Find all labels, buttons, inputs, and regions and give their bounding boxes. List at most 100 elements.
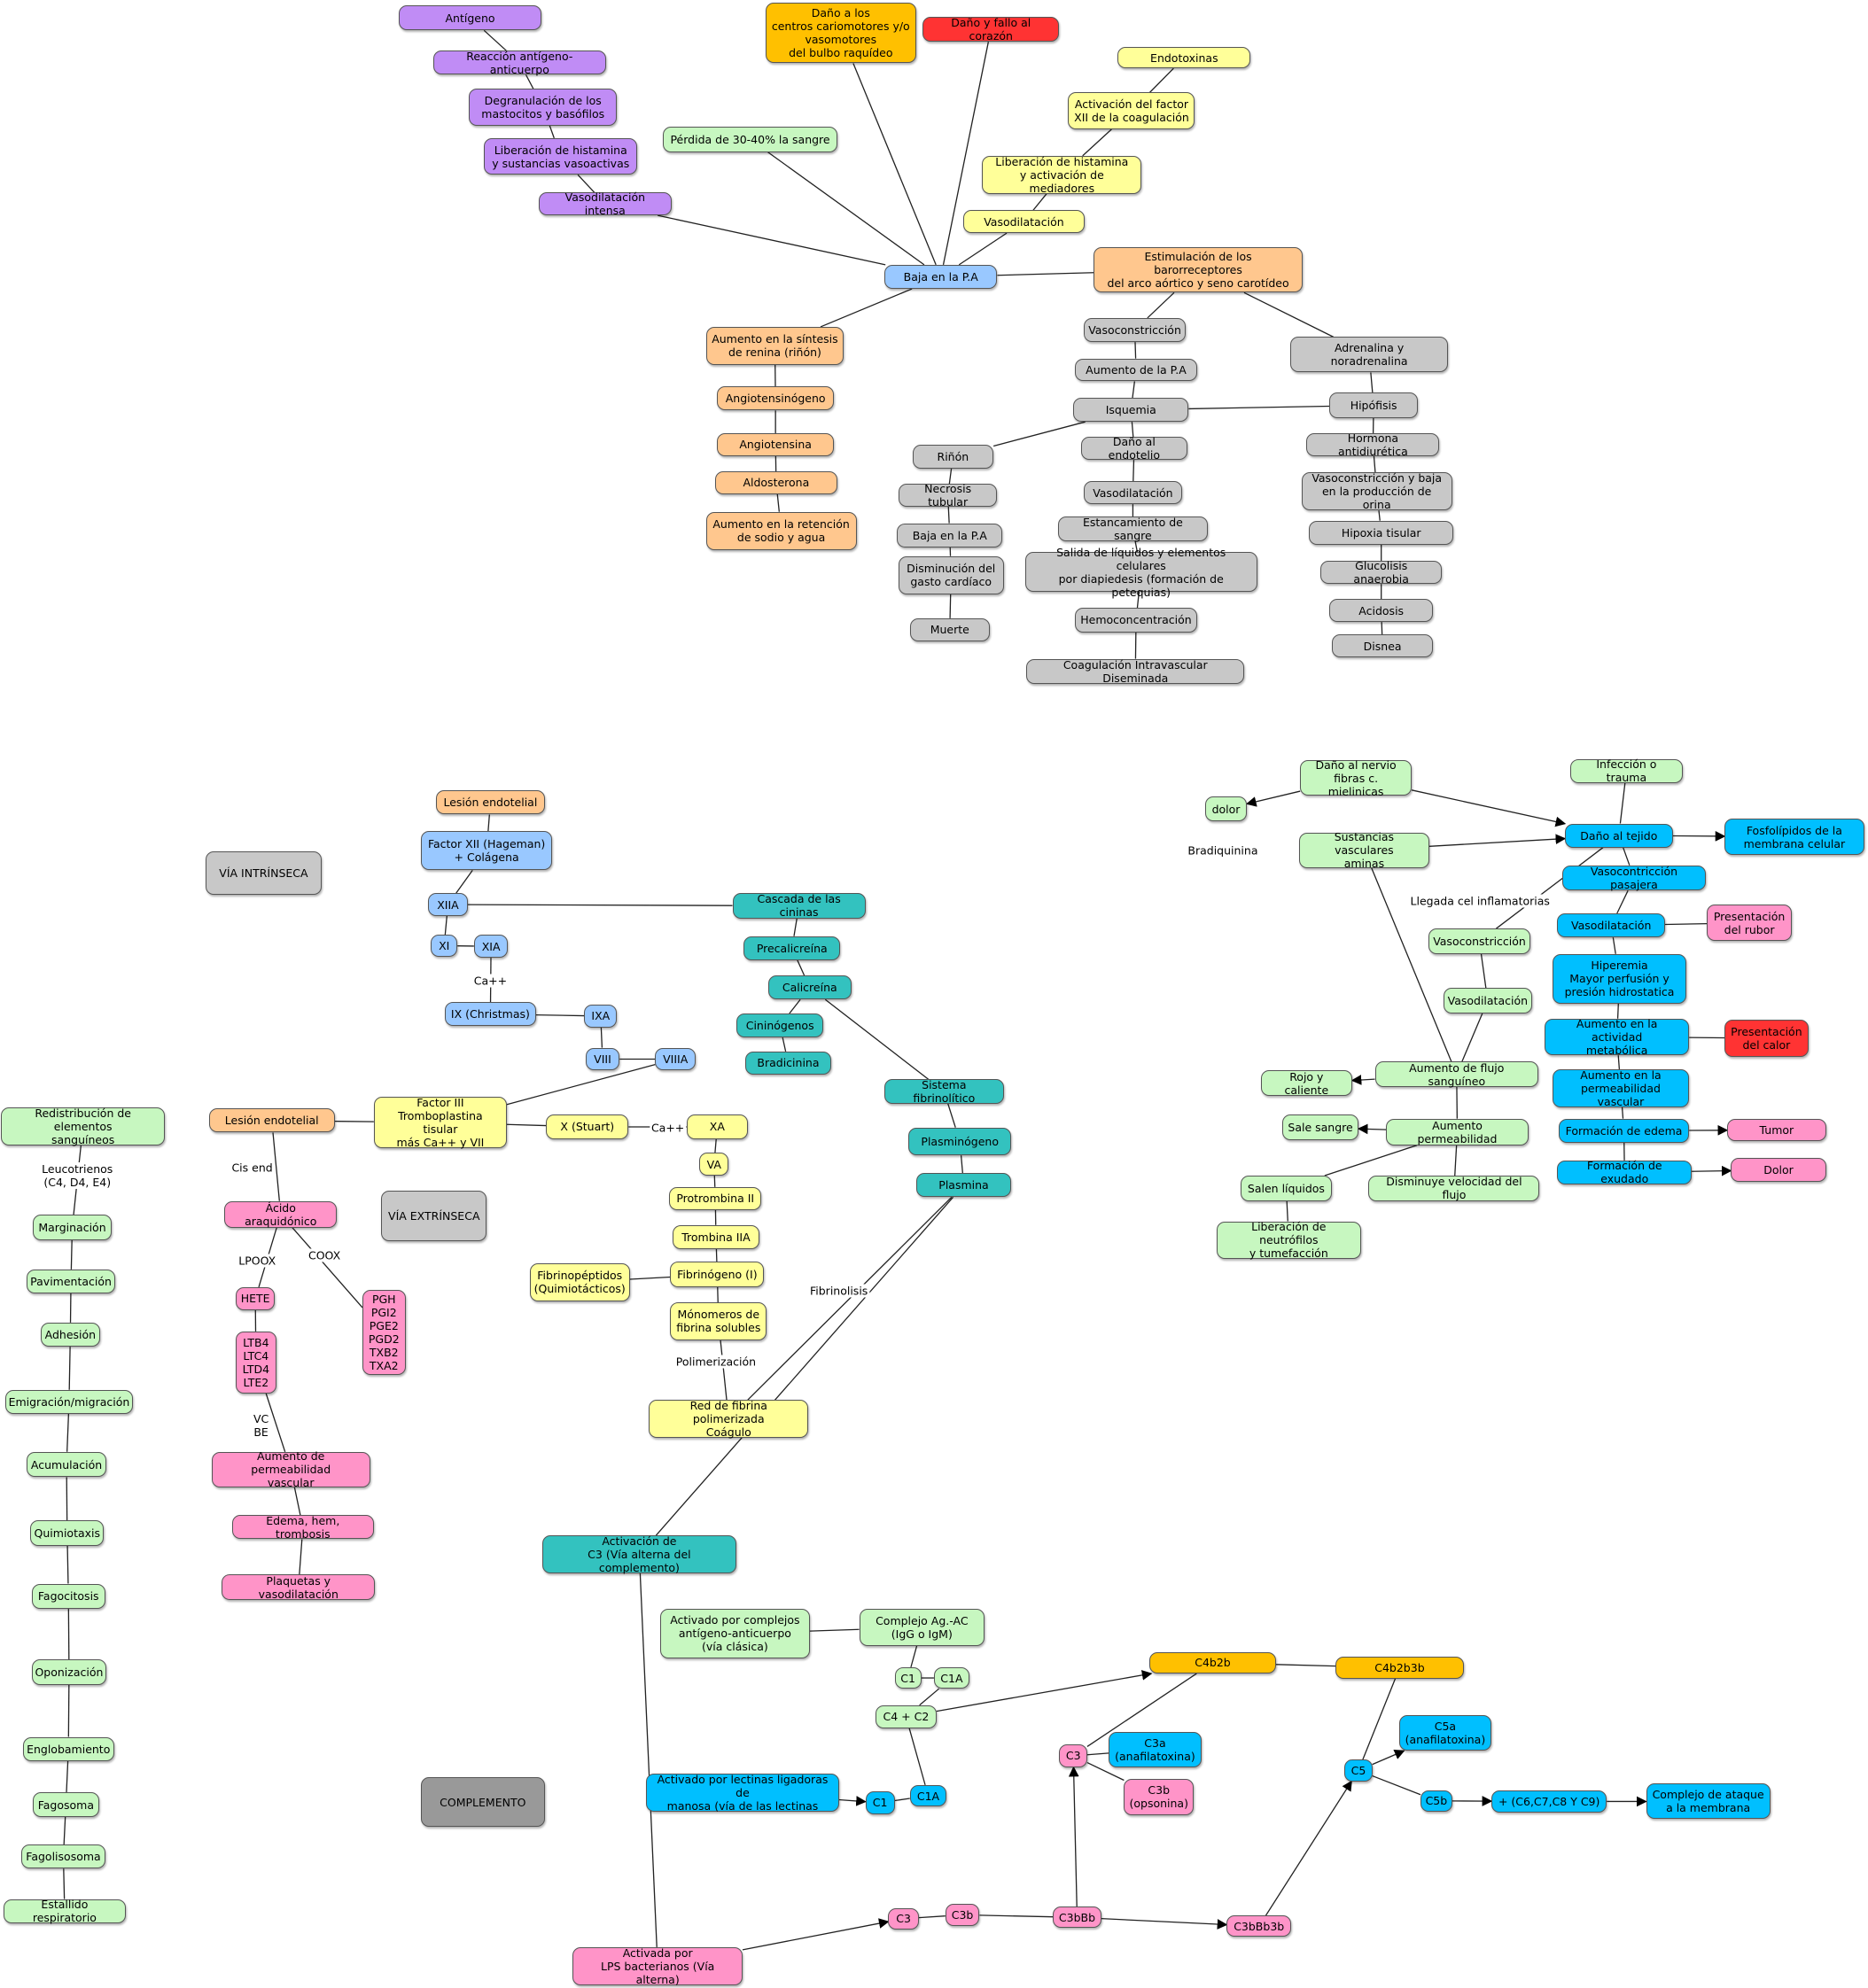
node-hemocon[interactable]: Hemoconcentración: [1074, 608, 1198, 633]
node-actlps[interactable]: Activada por LPS bacterianos (Vía altern…: [572, 1946, 743, 1986]
node-fallocor[interactable]: Daño y fallo al corazón: [922, 16, 1060, 43]
node-vasocon2[interactable]: Vasoconstricción: [1428, 928, 1531, 954]
node-glucolisis[interactable]: Glucolisis anaerobia: [1320, 559, 1443, 586]
node-aldost[interactable]: Aldosterona: [714, 470, 838, 494]
node-dolor2[interactable]: Dolor: [1731, 1158, 1826, 1183]
node-redist[interactable]: Redistribución de elementos sanguíneos: [1, 1107, 165, 1146]
node-c4b2b[interactable]: C4b2b: [1149, 1651, 1276, 1674]
node-vasocbaja[interactable]: Vasoconstricción y baja en la producción…: [1301, 471, 1452, 511]
node-vasocon1[interactable]: Vasoconstricción: [1083, 317, 1187, 343]
node-quimiot[interactable]: Quimiotaxis: [30, 1520, 105, 1546]
node-complag[interactable]: Complejo Ag.-AC (IgG o IgM): [859, 1609, 985, 1646]
node-isquemia[interactable]: Isquemia: [1073, 398, 1189, 423]
node-aumact[interactable]: Aumento en la actividad metabólica: [1545, 1017, 1690, 1057]
node-c3a[interactable]: C3a (anafilatoxina): [1109, 1731, 1202, 1767]
node-xstuart[interactable]: X (Stuart): [546, 1114, 629, 1139]
node-salesangre[interactable]: Sale sangre: [1282, 1114, 1358, 1140]
node-dolor1[interactable]: dolor: [1204, 796, 1248, 821]
node-libneutro[interactable]: Liberación de neutrófilos y tumefacción: [1216, 1220, 1361, 1260]
node-xiia[interactable]: XIIA: [428, 893, 468, 916]
node-plasmina[interactable]: Plasmina: [915, 1173, 1012, 1198]
node-disnea[interactable]: Disnea: [1331, 634, 1434, 658]
node-adren[interactable]: Adrenalina y noradrenalina: [1289, 337, 1449, 373]
node-plaquetas[interactable]: Plaquetas y vasodilatación: [222, 1574, 376, 1601]
node-viaint[interactable]: VÍA INTRÍNSECA: [205, 850, 323, 895]
node-c3bbb3b[interactable]: C3bBb3b: [1226, 1915, 1292, 1938]
node-calicr[interactable]: Calicreína: [767, 975, 852, 1000]
node-danobulbo[interactable]: Daño a los centros cariomotores y/o vaso…: [765, 2, 916, 64]
node-ixa[interactable]: IXA: [584, 1004, 618, 1028]
node-lesend1[interactable]: Lesión endotelial: [435, 790, 545, 815]
node-bajapa2[interactable]: Baja en la P.A: [897, 523, 1003, 547]
node-renina[interactable]: Aumento en la síntesis de renina (riñón): [705, 326, 844, 365]
node-c5b[interactable]: C5b: [1420, 1790, 1452, 1812]
node-c3top[interactable]: C3: [1059, 1744, 1087, 1767]
node-pgh[interactable]: PGH PGI2 PGE2 PGD2 TXB2 TXA2: [362, 1289, 406, 1375]
node-englob[interactable]: Englobamiento: [22, 1736, 114, 1761]
node-edema1[interactable]: Edema, hem, trombosis: [231, 1514, 374, 1541]
node-actlect[interactable]: Activado por lectinas ligadoras de manos…: [646, 1773, 839, 1813]
node-fibrinop[interactable]: Fibrinopéptidos (Quimiotácticos): [529, 1262, 630, 1301]
node-factxii[interactable]: Activación del factor XII de la coagulac…: [1068, 92, 1195, 129]
node-fagoc[interactable]: Fagocitosis: [31, 1583, 105, 1610]
node-sustvasc[interactable]: Sustancias vasculares aminas: [1298, 830, 1430, 870]
node-vasod3[interactable]: Vasodilatación: [1557, 913, 1666, 938]
node-bajapa[interactable]: Baja en la P.A: [884, 264, 998, 290]
node-perdida[interactable]: Pérdida de 30-40% la sangre: [662, 127, 838, 152]
node-aumpa[interactable]: Aumento de la P.A: [1074, 358, 1198, 382]
node-lesend2[interactable]: Lesión endotelial: [208, 1108, 335, 1133]
node-precal[interactable]: Precalicreína: [743, 936, 841, 960]
node-emigr[interactable]: Emigración/migración: [4, 1389, 134, 1414]
node-infeccion[interactable]: Infección o trauma: [1569, 757, 1684, 784]
node-acumul[interactable]: Acumulación: [27, 1451, 107, 1478]
node-rubor[interactable]: Presentación del rubor: [1707, 905, 1792, 942]
node-formexud[interactable]: Formación de exudado: [1557, 1159, 1693, 1185]
node-retencion[interactable]: Aumento en la retención de sodio y agua: [705, 511, 857, 550]
node-disminuye[interactable]: Disminuye velocidad del flujo: [1368, 1175, 1540, 1201]
node-c3bot[interactable]: C3: [888, 1907, 919, 1930]
node-complataq[interactable]: Complejo de ataque a la membrana: [1646, 1783, 1771, 1820]
node-vasod4[interactable]: Vasodilatación: [1443, 988, 1532, 1013]
node-factiii[interactable]: Factor III Tromboplastina tisular más Ca…: [373, 1096, 507, 1149]
node-ix[interactable]: IX (Christmas): [444, 1002, 536, 1027]
node-aumperm3[interactable]: Aumento permeabilidad: [1386, 1118, 1529, 1145]
node-degran[interactable]: Degranulación de los mastocitos y basófi…: [469, 89, 618, 126]
node-vasod2[interactable]: Vasodilatación: [1083, 481, 1183, 505]
node-sistfib[interactable]: Sistema fibrinolítico: [884, 1078, 1004, 1105]
node-vasod1[interactable]: Vasodilatación: [962, 210, 1086, 234]
node-necrosis[interactable]: Necrosis tubular: [898, 482, 998, 509]
node-hiperemia[interactable]: Hiperemia Mayor perfusión y presión hidr…: [1552, 953, 1687, 1004]
node-c1ab[interactable]: C1A: [909, 1784, 947, 1807]
node-c1b[interactable]: C1: [865, 1791, 895, 1814]
node-ltb4[interactable]: LTB4 LTC4 LTD4 LTE2: [235, 1331, 276, 1394]
node-viii[interactable]: VIII: [585, 1047, 620, 1071]
node-xa[interactable]: XA: [687, 1114, 748, 1139]
node-c3bbb[interactable]: C3bBb: [1053, 1906, 1101, 1929]
node-vasocpas[interactable]: Vasocontricción pasajera: [1562, 865, 1706, 891]
node-c1aa[interactable]: C1A: [933, 1666, 969, 1689]
node-danotejido[interactable]: Daño al tejido: [1565, 823, 1673, 848]
node-estall[interactable]: Estallido respiratorio: [4, 1898, 126, 1924]
node-c3b[interactable]: C3b (opsonina): [1124, 1778, 1195, 1816]
node-libhist2[interactable]: Liberación de histamina y activación de …: [982, 155, 1142, 195]
node-adhes[interactable]: Adhesión: [40, 1322, 100, 1347]
node-hipofisis[interactable]: Hipófisis: [1329, 392, 1419, 418]
node-rojo[interactable]: Rojo y caliente: [1260, 1070, 1352, 1097]
node-c5a[interactable]: C5a (anafilatoxina): [1398, 1715, 1492, 1751]
node-c1a[interactable]: C1: [894, 1666, 922, 1689]
node-vasoint[interactable]: Vasodilatación intensa: [538, 190, 672, 217]
node-aumperm1[interactable]: Aumento de permeabilidad vascular: [211, 1449, 370, 1489]
node-formedema[interactable]: Formación de edema: [1558, 1118, 1690, 1143]
node-fxii[interactable]: Factor XII (Hageman) + Colágena: [420, 831, 553, 871]
node-libhist1[interactable]: Liberación de histamina y sustancias vas…: [484, 137, 638, 175]
node-acaraq[interactable]: Ácido araquidónico: [224, 1200, 338, 1228]
node-muerte[interactable]: Muerte: [909, 617, 990, 641]
node-reaccion[interactable]: Reacción antígeno-anticuerpo: [433, 50, 606, 76]
node-aumflujo[interactable]: Aumento de flujo sanguíneo: [1374, 1061, 1539, 1088]
node-viaext[interactable]: VÍA EXTRÍNSECA: [381, 1191, 487, 1242]
node-compl[interactable]: COMPLEMENTO: [420, 1777, 545, 1828]
node-endotox[interactable]: Endotoxinas: [1117, 46, 1251, 69]
node-opon[interactable]: Oponización: [31, 1659, 107, 1685]
node-acidosis[interactable]: Acidosis: [1329, 599, 1434, 623]
node-viiia[interactable]: VIIIA: [655, 1047, 697, 1071]
